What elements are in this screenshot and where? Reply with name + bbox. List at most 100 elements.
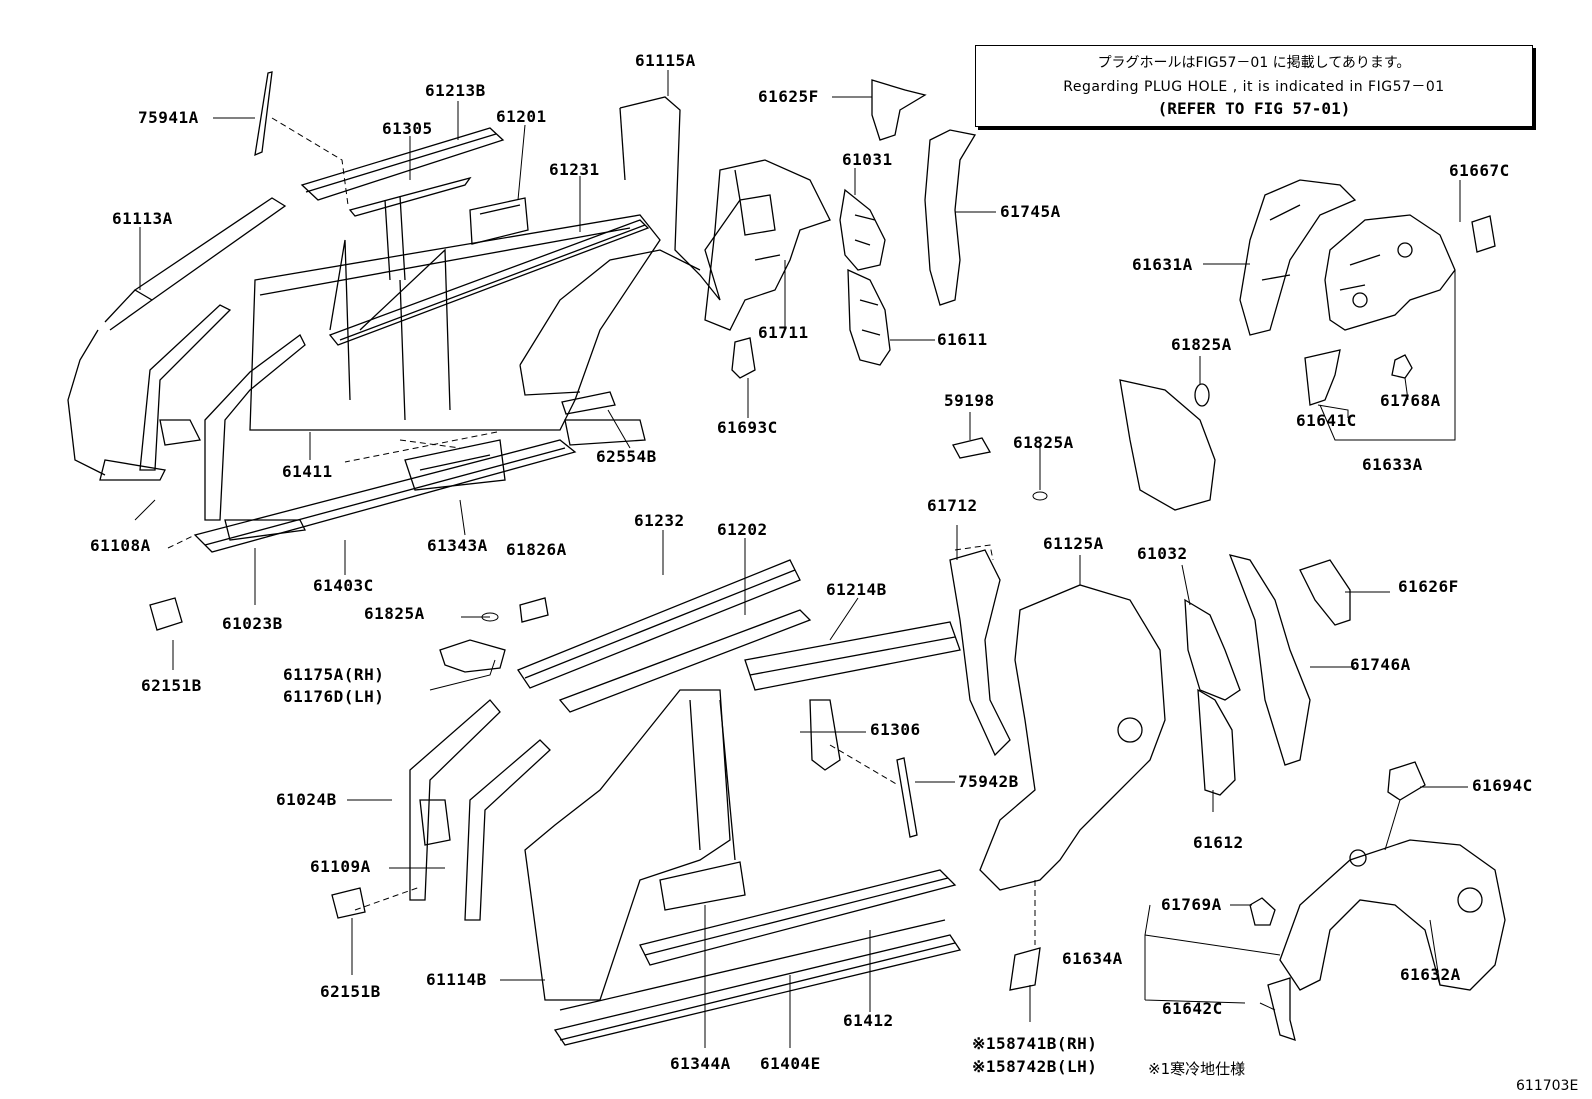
label-61712[interactable]: 61712 bbox=[927, 496, 978, 515]
label-61115A[interactable]: 61115A bbox=[635, 51, 696, 70]
label-61411[interactable]: 61411 bbox=[282, 462, 333, 481]
label-61232[interactable]: 61232 bbox=[634, 511, 685, 530]
label-62151B-a[interactable]: 62151B bbox=[141, 676, 202, 695]
part-61746A bbox=[1230, 555, 1310, 765]
label-61404E[interactable]: 61404E bbox=[760, 1054, 821, 1073]
part-61412 bbox=[640, 870, 955, 965]
part-61109A bbox=[465, 740, 550, 920]
part-59198 bbox=[953, 438, 990, 458]
notice-refer: (REFER TO FIG 57-01) bbox=[1157, 99, 1351, 118]
part-61031 bbox=[840, 190, 885, 270]
part-61711 bbox=[705, 160, 830, 330]
label-61125A[interactable]: 61125A bbox=[1043, 534, 1104, 553]
footnote: ※1寒冷地仕様 bbox=[1148, 1060, 1246, 1078]
part-61769A bbox=[1250, 898, 1275, 925]
part-61344A bbox=[660, 862, 745, 910]
label-61343A[interactable]: 61343A bbox=[427, 536, 488, 555]
part-61343A bbox=[405, 440, 505, 490]
part-61214B bbox=[745, 622, 960, 690]
label-158742B-lh[interactable]: ※158742B(LH) bbox=[972, 1057, 1098, 1076]
label-61745A[interactable]: 61745A bbox=[1000, 202, 1061, 221]
label-61826A[interactable]: 61826A bbox=[506, 540, 567, 559]
label-61201[interactable]: 61201 bbox=[496, 107, 547, 126]
label-61711[interactable]: 61711 bbox=[758, 323, 809, 342]
label-61768A[interactable]: 61768A bbox=[1380, 391, 1441, 410]
label-61202[interactable]: 61202 bbox=[717, 520, 768, 539]
part-61108A bbox=[140, 305, 230, 470]
part-61175A bbox=[440, 640, 505, 672]
label-61632A[interactable]: 61632A bbox=[1400, 965, 1461, 984]
label-61175A-rh[interactable]: 61175A(RH) bbox=[283, 665, 385, 684]
label-61031[interactable]: 61031 bbox=[842, 150, 893, 169]
part-61115A bbox=[520, 97, 740, 395]
part-61768A bbox=[1392, 355, 1412, 378]
label-61109A[interactable]: 61109A bbox=[310, 857, 371, 876]
part-61693C bbox=[732, 338, 755, 378]
label-61626F[interactable]: 61626F bbox=[1398, 577, 1459, 596]
label-61344A[interactable]: 61344A bbox=[670, 1054, 731, 1073]
notice-en: Regarding PLUG HOLE , it is indicated in… bbox=[1063, 79, 1445, 95]
part-61642C bbox=[1268, 978, 1295, 1040]
part-61694C bbox=[1388, 762, 1425, 800]
part-61411 bbox=[250, 215, 660, 445]
part-61231 bbox=[330, 220, 648, 345]
part-62554B bbox=[562, 392, 615, 414]
label-61825A-c[interactable]: 61825A bbox=[364, 604, 425, 623]
part-61712 bbox=[950, 550, 1010, 755]
label-61825A-b[interactable]: 61825A bbox=[1013, 433, 1074, 452]
label-61633A[interactable]: 61633A bbox=[1362, 455, 1423, 474]
label-61176D-lh[interactable]: 61176D(LH) bbox=[283, 687, 385, 706]
part-61611 bbox=[848, 270, 890, 365]
label-61108A[interactable]: 61108A bbox=[90, 536, 151, 555]
label-61694C[interactable]: 61694C bbox=[1472, 776, 1533, 795]
label-61214B[interactable]: 61214B bbox=[826, 580, 887, 599]
part-61232 bbox=[518, 560, 800, 688]
part-61631A bbox=[1240, 180, 1355, 335]
part-61305 bbox=[350, 178, 470, 280]
label-61403C[interactable]: 61403C bbox=[313, 576, 374, 595]
label-61114B[interactable]: 61114B bbox=[426, 970, 487, 989]
label-61024B[interactable]: 61024B bbox=[276, 790, 337, 809]
label-158741B-rh[interactable]: ※158741B(RH) bbox=[972, 1034, 1098, 1053]
part-61745A bbox=[925, 130, 975, 305]
label-61023B[interactable]: 61023B bbox=[222, 614, 283, 633]
part-61032 bbox=[1185, 600, 1240, 700]
label-61625F[interactable]: 61625F bbox=[758, 87, 819, 106]
label-61231[interactable]: 61231 bbox=[549, 160, 600, 179]
label-61032[interactable]: 61032 bbox=[1137, 544, 1188, 563]
label-61412[interactable]: 61412 bbox=[843, 1011, 894, 1030]
label-61305[interactable]: 61305 bbox=[382, 119, 433, 138]
label-62151B-b[interactable]: 62151B bbox=[320, 982, 381, 1001]
label-61612[interactable]: 61612 bbox=[1193, 833, 1244, 852]
label-61769A[interactable]: 61769A bbox=[1161, 895, 1222, 914]
label-61641C[interactable]: 61641C bbox=[1296, 411, 1357, 430]
part-61114B bbox=[525, 690, 735, 1000]
notice-box: プラグホールはFIG57－01 に掲載してあります。 Regarding PLU… bbox=[975, 45, 1533, 127]
part-158741B bbox=[1010, 948, 1040, 990]
label-61213B[interactable]: 61213B bbox=[425, 81, 486, 100]
label-61667C[interactable]: 61667C bbox=[1449, 161, 1510, 180]
label-61113A[interactable]: 61113A bbox=[112, 209, 173, 228]
label-62554B[interactable]: 62554B bbox=[596, 447, 657, 466]
label-61611[interactable]: 61611 bbox=[937, 330, 988, 349]
label-61631A[interactable]: 61631A bbox=[1132, 255, 1193, 274]
label-61693C[interactable]: 61693C bbox=[717, 418, 778, 437]
label-61306[interactable]: 61306 bbox=[870, 720, 921, 739]
label-61634A[interactable]: 61634A bbox=[1062, 949, 1123, 968]
part-61024B bbox=[410, 700, 500, 900]
label-61746A[interactable]: 61746A bbox=[1350, 655, 1411, 674]
label-75941A[interactable]: 75941A bbox=[138, 108, 199, 127]
part-62151B-a bbox=[150, 598, 182, 630]
part-61641C bbox=[1305, 350, 1340, 405]
figure-id: 611703E bbox=[1516, 1078, 1579, 1094]
part-61626F bbox=[1300, 560, 1350, 625]
part-61612 bbox=[1198, 690, 1235, 795]
label-61642C[interactable]: 61642C bbox=[1162, 999, 1223, 1018]
part-61667C bbox=[1472, 216, 1495, 252]
label-75942B[interactable]: 75942B bbox=[958, 772, 1019, 791]
label-61825A-a[interactable]: 61825A bbox=[1171, 335, 1232, 354]
part-61113A bbox=[68, 198, 285, 480]
label-59198[interactable]: 59198 bbox=[944, 391, 995, 410]
